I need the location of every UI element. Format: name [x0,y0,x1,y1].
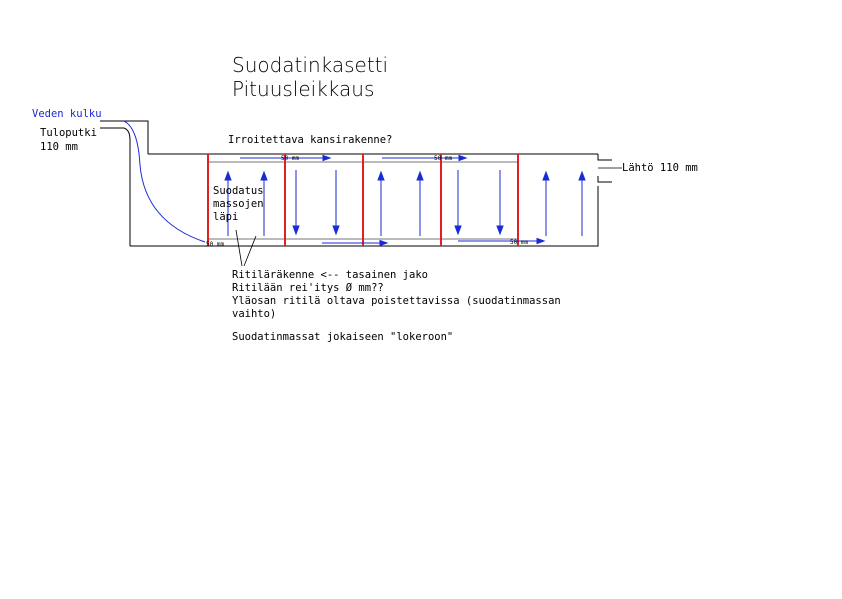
removable-cover-label: Irroitettava kansirakenne? [228,134,392,146]
filter-label-line-2: massojen [213,198,264,210]
arrow-up-3 [377,170,385,236]
outlet-label: Lähtö 110 mm [622,162,698,174]
filter-label-line-3: läpi [213,211,238,223]
grid-walls [207,154,519,246]
dim-bottom-left: 50 mm [206,241,224,248]
flow-label: Veden kulku [32,108,102,120]
filter-label-line-1: Suodatus [213,185,264,197]
note-line-2: Ritilään rei'itys Ø mm?? [232,282,384,294]
arrow-up-5 [542,170,550,236]
arrow-down-1 [292,170,300,236]
arrow-up-2 [260,170,268,236]
note-line-3: Yläosan ritilä oltava poistettavissa (su… [232,295,561,307]
note-last: Suodatinmassat jokaiseen "lokeroon" [232,331,453,343]
dim-top-left: 50 mm [281,155,299,162]
arrow-up-4 [416,170,424,236]
inlet-pipe [100,120,149,246]
note-leaders [235,229,257,267]
inlet-flow-curve [123,120,206,243]
arrow-down-2 [332,170,340,236]
arrow-down-3 [454,170,462,236]
inlet-size-label: 110 mm [40,141,78,153]
top-arrow-1 [240,154,332,162]
inlet-label: Tuloputki [40,127,97,139]
dim-top-right: 50 mm [434,155,452,162]
dim-bottom-right: 50 mm [510,239,528,246]
title-line-1: Suodatinkasetti [232,53,388,77]
arrow-up-1 [224,170,232,236]
arrow-down-4 [496,170,504,236]
flow-arrows [224,170,586,236]
tank-outline [130,153,612,247]
bottom-arrow-1 [322,239,389,247]
top-arrow-2 [382,154,468,162]
note-line-4: vaihto) [232,308,276,320]
horizontal-flow-arrows [240,154,546,247]
arrow-up-6 [578,170,586,236]
bottom-arrow-2 [458,237,546,245]
note-line-1: Ritiläräkenne <-- tasainen jako [232,269,428,281]
title-line-2: Pituusleikkaus [232,77,374,101]
